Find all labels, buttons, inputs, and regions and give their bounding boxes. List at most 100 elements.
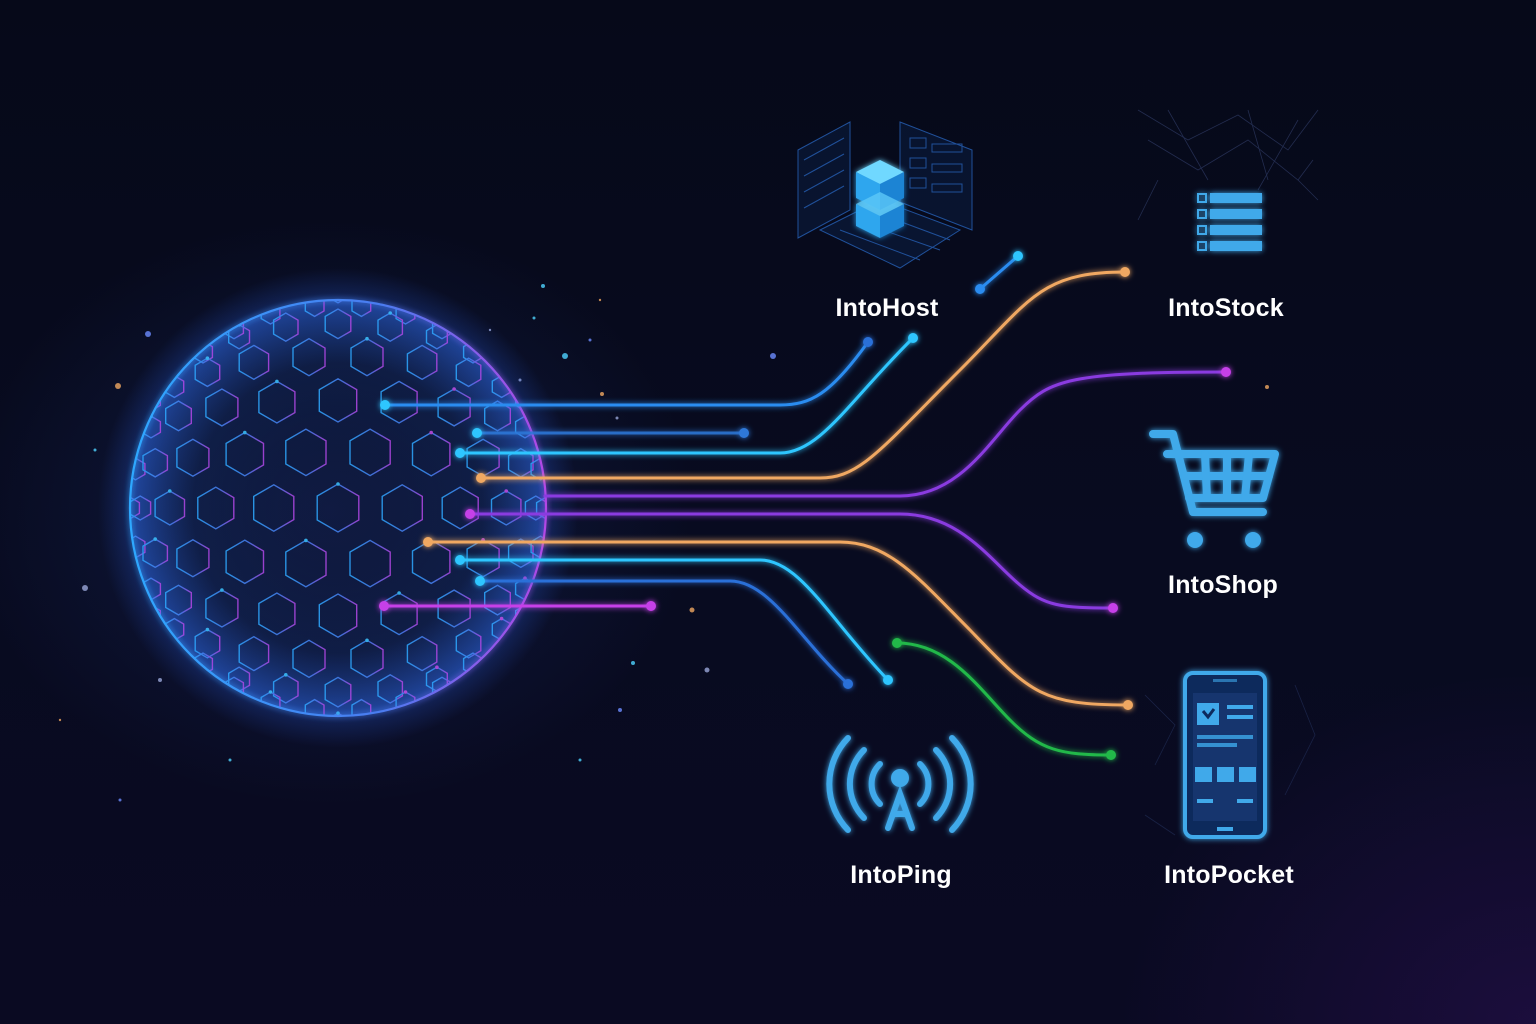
hexagon-node bbox=[268, 690, 273, 694]
connection-lines bbox=[382, 254, 1228, 757]
connection-line-cyan-host bbox=[458, 336, 915, 455]
connection-line-green-pocket bbox=[895, 641, 1113, 757]
connection-line-purple-shop-upper bbox=[543, 370, 1228, 498]
particle bbox=[770, 353, 776, 359]
hexagon-node bbox=[499, 616, 504, 621]
connection-line-purple-shop-lower bbox=[468, 512, 1115, 610]
particle bbox=[615, 416, 619, 420]
label-intoping: IntoPing bbox=[850, 861, 952, 889]
hexagon-node bbox=[504, 489, 509, 493]
hexagon-cell bbox=[324, 308, 352, 340]
hexagon-cell bbox=[225, 539, 265, 585]
connection-line-orange-stock bbox=[479, 270, 1127, 480]
particle bbox=[598, 298, 602, 302]
hexagon-cell bbox=[441, 486, 479, 530]
particle bbox=[118, 798, 122, 802]
hexagon-node bbox=[275, 379, 279, 384]
hexagon-cell bbox=[507, 447, 534, 478]
hexagon-cell bbox=[381, 483, 423, 533]
signal-tower-icon bbox=[826, 735, 974, 833]
particle bbox=[541, 284, 545, 288]
particle bbox=[578, 758, 582, 762]
particle bbox=[115, 383, 121, 389]
hexagon-node bbox=[452, 387, 456, 391]
hexagon-node bbox=[365, 336, 369, 341]
hexagon-cell bbox=[292, 337, 326, 377]
hexagon-cell bbox=[455, 628, 482, 659]
particle bbox=[618, 708, 622, 712]
hexagon-node bbox=[220, 588, 224, 592]
hexagon-cell bbox=[406, 635, 438, 672]
particle bbox=[588, 338, 592, 342]
hexagon-cell bbox=[351, 300, 372, 318]
label-intohost: IntoHost bbox=[835, 294, 939, 322]
hexagon-node bbox=[403, 690, 408, 694]
hexagon-cell bbox=[318, 377, 358, 423]
particle bbox=[689, 607, 695, 613]
hexagon-cell bbox=[238, 635, 270, 672]
hexagon-cell bbox=[130, 496, 141, 520]
hexagon-cell bbox=[252, 483, 295, 533]
hexagon-node bbox=[336, 711, 340, 715]
particle bbox=[93, 448, 97, 452]
particle bbox=[82, 585, 88, 591]
connection-line-blue-host bbox=[383, 340, 870, 407]
hexagon-node bbox=[523, 576, 527, 580]
label-intopocket: IntoPocket bbox=[1164, 861, 1294, 889]
hexagon-node bbox=[397, 591, 401, 595]
shopping-cart-icon bbox=[1149, 430, 1279, 548]
particle bbox=[631, 661, 635, 665]
particle bbox=[704, 667, 710, 673]
smartphone-icon bbox=[1144, 671, 1316, 839]
particle bbox=[58, 718, 62, 722]
hexagon-cell bbox=[484, 400, 511, 432]
particle bbox=[228, 758, 232, 762]
hexagon-cell bbox=[258, 592, 296, 636]
hexagon-node bbox=[284, 673, 288, 677]
label-intoshop: IntoShop bbox=[1168, 571, 1278, 599]
hexagon-node bbox=[168, 489, 172, 493]
hexagon-node bbox=[388, 311, 393, 315]
hexagon-node bbox=[205, 627, 210, 632]
hexagon-cell bbox=[176, 438, 210, 478]
hexagon-cell bbox=[455, 357, 482, 388]
hexagon-cell bbox=[205, 388, 239, 427]
hexagon-cell bbox=[272, 312, 299, 343]
hexagon-cell bbox=[142, 447, 169, 478]
hexagon-node bbox=[153, 537, 157, 541]
connection-line-blue-ping bbox=[478, 579, 850, 686]
hexagon-globe bbox=[98, 268, 578, 748]
hexagon-cell bbox=[285, 428, 327, 477]
hexagon-cell bbox=[164, 584, 193, 616]
hexagon-cell bbox=[197, 486, 235, 530]
hexagon-cell bbox=[377, 673, 404, 704]
stock-list-icon bbox=[1137, 109, 1319, 251]
particle bbox=[562, 353, 568, 359]
hexagon-cell bbox=[349, 539, 391, 588]
particle bbox=[1265, 385, 1269, 389]
particle bbox=[532, 316, 536, 320]
hexagon-node bbox=[205, 356, 210, 361]
particle bbox=[145, 331, 151, 337]
hexagon-cell bbox=[238, 344, 270, 381]
hexagon-cell bbox=[176, 538, 210, 578]
hexagon-node bbox=[243, 430, 247, 435]
connection-line-orange-pocket bbox=[426, 540, 1130, 707]
hexagon-cell bbox=[530, 535, 546, 559]
hexagon-cell bbox=[318, 593, 358, 639]
hexagon-cell bbox=[406, 344, 438, 381]
hexagon-cell bbox=[304, 300, 325, 318]
server-cube-icon bbox=[797, 121, 973, 269]
hexagon-node bbox=[429, 430, 434, 435]
hexagon-cell bbox=[164, 400, 193, 432]
hexagon-node bbox=[336, 482, 340, 486]
particle bbox=[158, 678, 162, 682]
connection-line-cyan-ping bbox=[458, 558, 890, 682]
hexagon-cell bbox=[292, 639, 326, 679]
label-intostock: IntoStock bbox=[1168, 294, 1284, 322]
hexagon-node bbox=[435, 665, 439, 669]
hexagon-cell bbox=[437, 589, 471, 628]
hexagon-node bbox=[365, 638, 369, 643]
